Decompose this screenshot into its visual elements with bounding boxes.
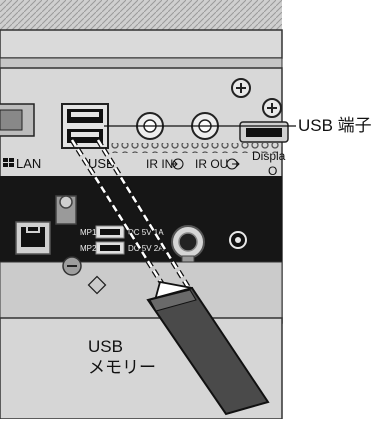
usb-memory-label: USB メモリー [88, 336, 156, 378]
audio-jack [229, 231, 247, 249]
diamond-marker [87, 275, 107, 295]
mp2-label: MP2 [80, 244, 97, 253]
mp2-rating-label: DC 5V 2A [128, 244, 164, 253]
usb-port-lower [95, 225, 125, 255]
display-port-label: Displa [252, 149, 286, 163]
top-vent-grille [0, 0, 282, 30]
usb-terminal-label: USB 端子 [298, 116, 372, 135]
ir-out-port-label: IR OU [195, 157, 228, 171]
ir-out-arrow-icon [226, 158, 240, 170]
usb-memory-label-line2: メモリー [88, 358, 156, 377]
ir-in-arrow-icon [171, 158, 184, 170]
lan-icon [3, 158, 14, 167]
mp1-rating-label: DC 5V 1A [128, 228, 164, 237]
usb-memory-label-line1: USB [88, 337, 123, 356]
lan-port-label: LAN [16, 156, 41, 171]
display-port-label-line2: O [268, 164, 277, 178]
ir-cable-jack [171, 225, 205, 267]
panel-screw-icon [62, 256, 82, 276]
insertion-guide [69, 138, 193, 292]
screw-icon [231, 78, 251, 98]
ir-in-port-label: IR IN [146, 157, 173, 171]
mp1-label: MP1 [80, 228, 97, 237]
lan-mount-screw [55, 195, 77, 225]
lan-jack [15, 221, 51, 255]
usb-memory-stick [146, 280, 270, 416]
displayport-connector [239, 121, 289, 143]
lan-jack-upper [0, 103, 35, 137]
top-casing-rail [0, 29, 283, 59]
dotted-seam [110, 143, 282, 153]
screw-icon [262, 98, 282, 118]
